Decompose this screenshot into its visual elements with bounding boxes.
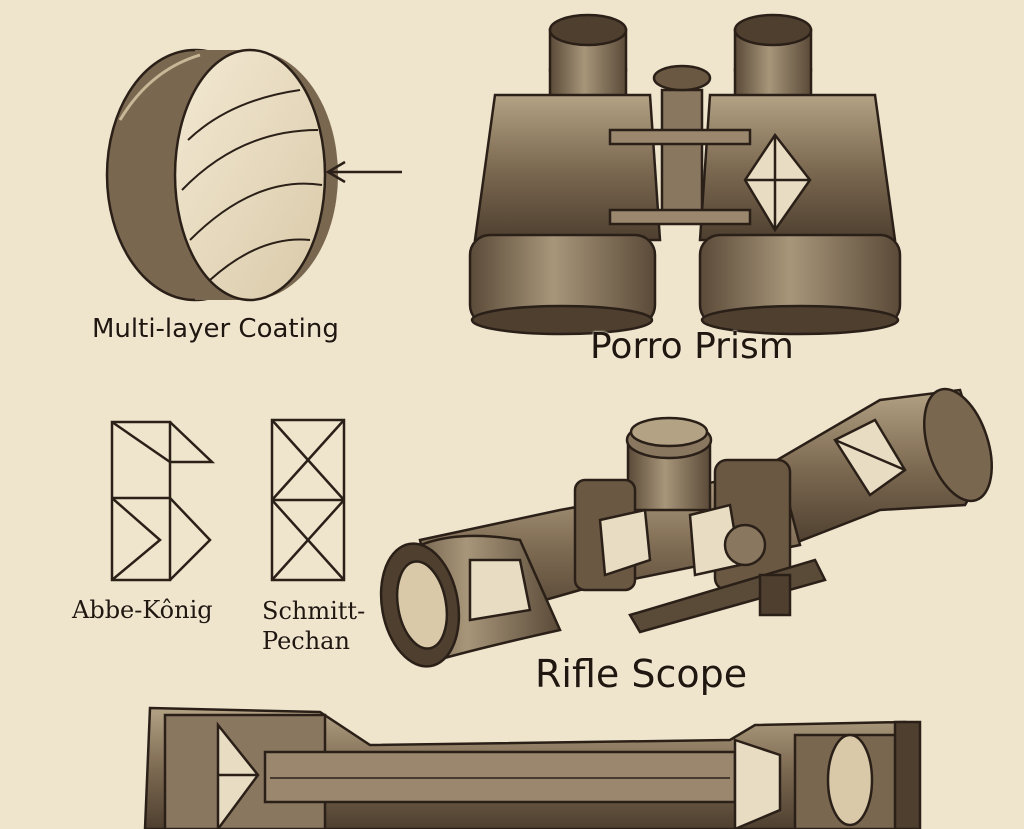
- coated-lens-drawing: [105, 48, 402, 302]
- cutaway-scope-drawing: [143, 706, 922, 829]
- schmitt-pechan-diagram: [270, 418, 346, 582]
- rifle-scope-label: Rifle Scope: [535, 652, 748, 696]
- schmitt-pechan-label-line1: Schmitt-: [262, 597, 366, 625]
- coating-label: Multi-layer Coating: [92, 314, 339, 344]
- abbe-konig-diagram: [110, 420, 216, 582]
- porro-binoculars-drawing: [468, 13, 902, 336]
- porro-prism-label: Porro Prism: [590, 326, 794, 367]
- schmitt-pechan-label: Schmitt- Pechan: [262, 596, 365, 656]
- abbe-konig-label: Abbe-Kônig: [72, 596, 213, 624]
- schmitt-pechan-label-line2: Pechan: [262, 627, 350, 655]
- rifle-scope-drawing: [379, 387, 993, 668]
